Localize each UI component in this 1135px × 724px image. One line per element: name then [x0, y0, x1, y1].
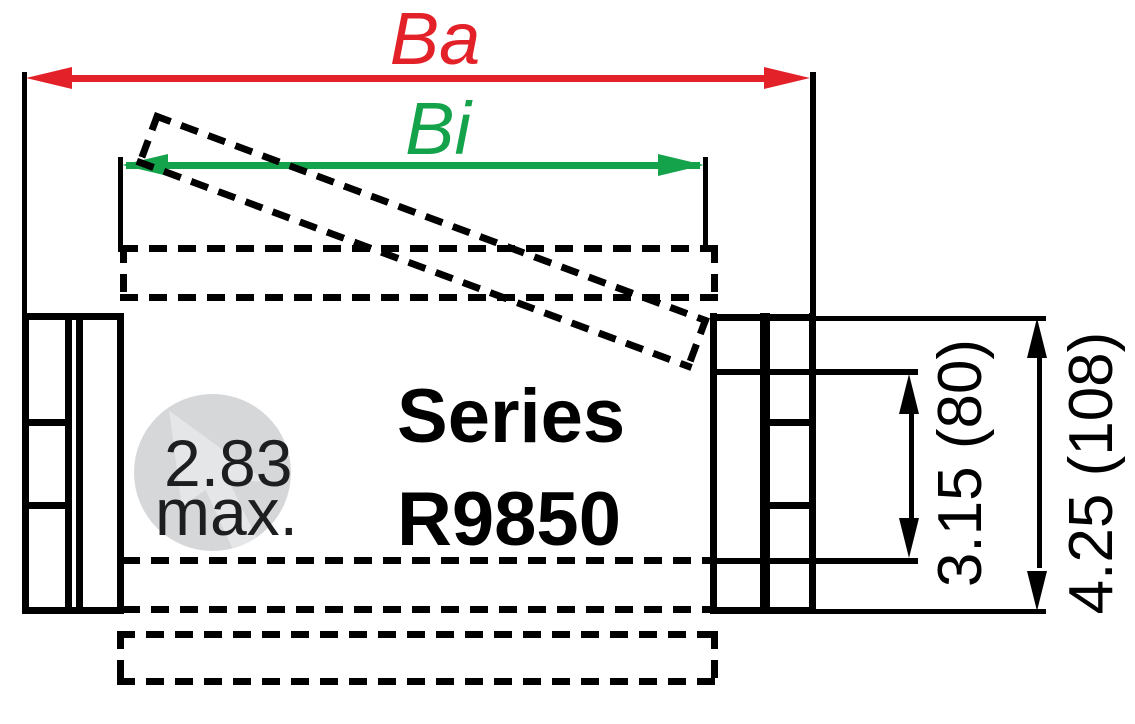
inner-height-dimension-label: 3.15 (80) [926, 338, 995, 588]
crossbar-edge-left [135, 112, 162, 167]
right-profile-cell-divider-lower [770, 502, 809, 509]
ba-dimension-label: Ba [389, 0, 481, 80]
bend-radius-watermark-circle [134, 394, 291, 551]
upper-cable-space-right [711, 245, 718, 301]
ba-extension-line-right [810, 72, 816, 316]
crossbar-edge-bottom [135, 157, 693, 371]
bi-extension-line-right [703, 157, 708, 252]
ba-dimension-line [70, 75, 767, 82]
bend-radius-qualifier: max. [155, 475, 299, 549]
left-profile-cell-divider-upper [29, 419, 72, 426]
outer-height-dimension-label: 4.25 (108) [1057, 331, 1126, 615]
inner-height-extension-top [710, 369, 918, 375]
lower-link-outline-top [117, 631, 718, 638]
lower-link-outline-right [711, 631, 718, 685]
outer-height-arrowhead-up-icon [1027, 318, 1047, 358]
outer-height-dimension-line [1037, 352, 1042, 568]
outer-height-extension-top [816, 316, 1046, 321]
series-title-line2: R9850 [397, 477, 621, 562]
right-profile-bottom-edge [710, 607, 816, 614]
bi-dimension-label: Bi [405, 87, 471, 170]
inner-height-extension-bottom [710, 558, 918, 564]
left-profile-top-edge [22, 313, 124, 320]
left-profile-plate-divider-2 [76, 313, 83, 614]
ba-arrowhead-right-icon [764, 67, 810, 89]
outer-height-arrowhead-down-icon [1027, 571, 1047, 611]
bend-radius-value: 2.83 [164, 426, 293, 500]
ba-extension-line-left [22, 72, 27, 316]
ba-arrowhead-left-icon [26, 67, 72, 89]
lower-cable-space-top [122, 557, 710, 564]
outer-height-extension-bottom [816, 609, 1046, 614]
right-profile-outer-edge [809, 313, 816, 614]
upper-cable-space-top [120, 245, 718, 252]
lower-cable-space-bottom [122, 606, 710, 613]
right-profile-cell-divider-upper [770, 419, 809, 426]
left-profile-cell-divider-lower [29, 502, 72, 509]
crossbar-edge-right [683, 315, 710, 371]
bi-arrowhead-right-icon [658, 154, 704, 176]
right-profile-top-edge [710, 314, 816, 321]
left-profile-bottom-edge [22, 607, 124, 614]
upper-cable-space-bottom [120, 294, 718, 301]
series-title-line1: Series [397, 374, 626, 459]
bi-dimension-line [126, 162, 700, 169]
inner-height-arrowhead-down-icon [899, 518, 919, 558]
upper-cable-space-left [120, 245, 127, 301]
bi-extension-line-left [118, 157, 123, 252]
right-profile-inner-edge [710, 313, 717, 614]
lower-link-outline-left [117, 631, 124, 685]
lower-link-outline-bottom [117, 678, 718, 685]
right-profile-plate-divider [760, 313, 770, 614]
inner-height-dimension-line [909, 408, 914, 520]
left-profile-outer-edge [22, 313, 29, 614]
inner-height-arrowhead-up-icon [899, 374, 919, 414]
left-profile-plate-divider-1 [65, 313, 72, 614]
left-profile-inner-edge [117, 313, 124, 614]
